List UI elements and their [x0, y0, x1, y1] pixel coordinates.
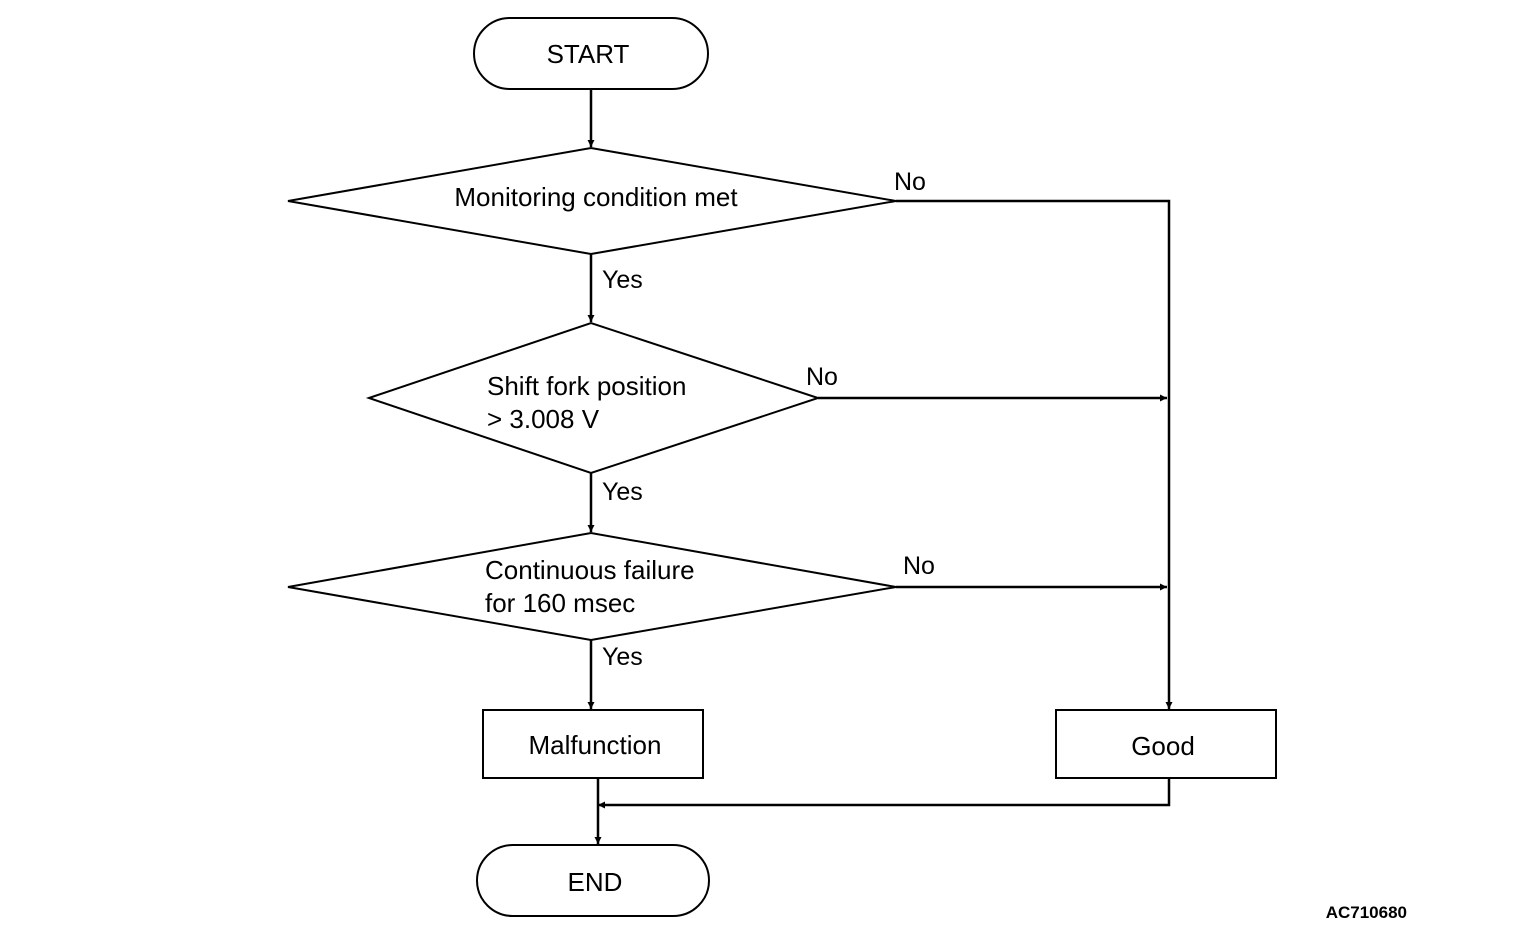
decision-monitoring-condition: Monitoring condition met [287, 146, 897, 256]
end-label: END [568, 867, 623, 897]
start-label: START [547, 39, 630, 69]
decision-shift-fork-label-line1: Shift fork position [487, 371, 686, 401]
arrow-good-to-end [598, 778, 1171, 809]
decision-shift-fork-position: Shift fork position > 3.008 V [365, 321, 822, 475]
start-terminator: START [473, 17, 709, 90]
arrow-monitoring-no-to-good [896, 199, 1173, 709]
good-box: Good [1055, 709, 1277, 779]
decision-continuous-label-line2: for 160 msec [485, 588, 635, 618]
malfunction-label: Malfunction [529, 730, 662, 760]
decision-monitoring-label: Monitoring condition met [454, 182, 738, 212]
good-label: Good [1131, 731, 1195, 761]
malfunction-box: Malfunction [482, 709, 704, 779]
branch-label-yes-2: Yes [602, 478, 643, 506]
branch-label-no-2: No [806, 363, 838, 391]
decision-shift-fork-label-line2: > 3.008 V [487, 404, 600, 434]
branch-label-yes-3: Yes [602, 643, 643, 671]
decision-continuous-label-line1: Continuous failure [485, 555, 695, 585]
branch-label-yes-1: Yes [602, 266, 643, 294]
decision-continuous-failure: Continuous failure for 160 msec [287, 531, 897, 642]
branch-label-no-1: No [894, 168, 926, 196]
branch-label-no-3: No [903, 552, 935, 580]
figure-id: AC710680 [1326, 903, 1407, 922]
end-terminator: END [476, 844, 710, 917]
